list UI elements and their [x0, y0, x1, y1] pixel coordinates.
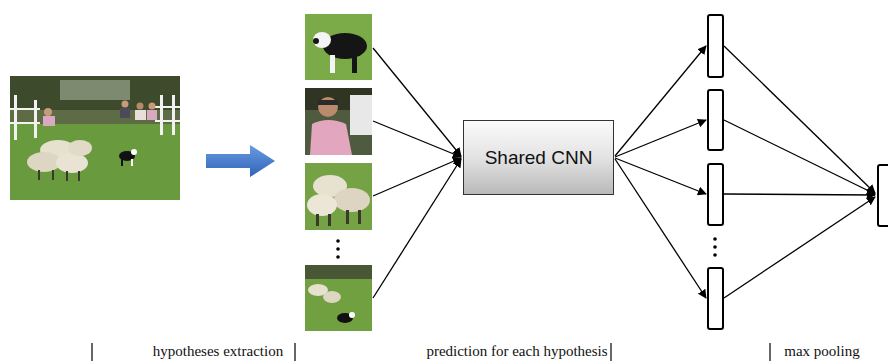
crop-sheep-part [334, 188, 370, 212]
input-photo-part [135, 110, 146, 120]
input-photo-part [10, 108, 40, 110]
input-arrows-part [373, 158, 461, 196]
ellipsis-dots-part [336, 255, 340, 259]
input-photo-part [122, 101, 129, 108]
input-photo-part [44, 108, 52, 116]
transition-arrow [206, 145, 275, 177]
input-photo-part [60, 80, 130, 100]
crop-scene [305, 265, 372, 331]
crop-person [305, 88, 372, 155]
stage-label: max pooling [782, 343, 861, 360]
crop-sheep-part [305, 163, 372, 230]
input-photo-part [172, 95, 175, 135]
crop-sheep [305, 163, 372, 230]
ellipsis-dots [336, 239, 340, 259]
input-photo-part [155, 106, 180, 108]
input-photo-part [147, 110, 157, 120]
crop-scene-part [305, 265, 372, 331]
input-photo-part [149, 103, 156, 110]
output-arrows-part [615, 158, 706, 194]
input-photo-part [43, 116, 55, 126]
output-arrows-part [615, 120, 706, 157]
output-arrows-part [615, 159, 706, 298]
prediction-vector-part [708, 268, 723, 329]
input-photo-part [27, 152, 61, 172]
output-arrows-part [615, 46, 706, 156]
pooled-vector [878, 165, 888, 226]
crop-sheep-part [307, 194, 337, 216]
prediction-vector [708, 15, 723, 329]
crop-sheep-part [358, 210, 361, 224]
input-photo-part [131, 159, 133, 166]
stage-tick [92, 343, 770, 361]
crop-dog [305, 14, 372, 80]
crop-dog-part [305, 14, 372, 80]
input-photo-part [160, 95, 163, 135]
stage-tick-part [769, 343, 770, 361]
input-photo-part [68, 140, 92, 156]
ellipsis-dots-part [713, 253, 717, 257]
input-photo-part [137, 103, 144, 110]
stage-tick-part [294, 343, 295, 361]
crop-sheep-part [328, 214, 331, 226]
input-photo-part [34, 100, 37, 138]
crop-person-part [318, 100, 338, 105]
input-photo [10, 76, 180, 200]
crop-person-part [310, 120, 352, 155]
ellipsis-dots-part [713, 245, 717, 249]
prediction-vector-part [708, 15, 723, 77]
input-photo-part [52, 170, 54, 180]
input-arrows-part [373, 159, 461, 298]
node-label: Shared CNN [485, 147, 593, 169]
pooling-arrows-part [724, 120, 875, 194]
ellipsis-dots-part [336, 247, 340, 251]
crop-person-part [350, 95, 372, 135]
input-photo-part [56, 153, 88, 173]
input-photo-part [10, 122, 40, 124]
input-photo-part [10, 76, 180, 200]
crop-scene-part [305, 265, 372, 279]
crop-scene-part [349, 312, 355, 318]
crop-dog-part [352, 55, 357, 73]
stage-tick-part [610, 343, 611, 361]
pooling-arrows-part [724, 46, 875, 193]
pooling-arrows [724, 46, 875, 298]
ellipsis-dots [713, 237, 717, 257]
ellipsis-dots-part [713, 237, 717, 241]
stage-label: hypotheses extraction [151, 343, 285, 360]
input-photo-part [38, 170, 40, 180]
output-arrows [615, 46, 706, 298]
input-photo-part [155, 120, 180, 122]
ellipsis-dots-part [336, 239, 340, 243]
input-arrows [373, 48, 461, 298]
stage-tick-part [91, 343, 92, 361]
input-photo-part [66, 171, 68, 181]
input-photo-part [78, 171, 80, 181]
crop-person-part [305, 88, 372, 155]
crop-sheep-part [316, 214, 319, 226]
stage-label: prediction for each hypothesis [424, 343, 609, 360]
crop-dog-part [313, 38, 319, 44]
input-photo-part [14, 95, 17, 140]
pooling-arrows-part [724, 197, 875, 298]
crop-scene-part [323, 291, 341, 303]
prediction-vector-part [708, 164, 723, 225]
input-arrows-part [373, 121, 461, 157]
prediction-vector-part [708, 90, 723, 150]
input-photo-part [121, 159, 123, 166]
cnn-box: Shared CNN [463, 120, 614, 195]
pooling-arrows-part [724, 194, 875, 195]
crop-dog-part [330, 55, 335, 73]
input-photo-part [120, 108, 130, 118]
crop-person-part [318, 97, 338, 117]
input-arrows-part [373, 48, 461, 156]
input-photo-part [131, 149, 137, 155]
crop-sheep-part [346, 210, 349, 224]
crop-dog-part [313, 32, 331, 48]
